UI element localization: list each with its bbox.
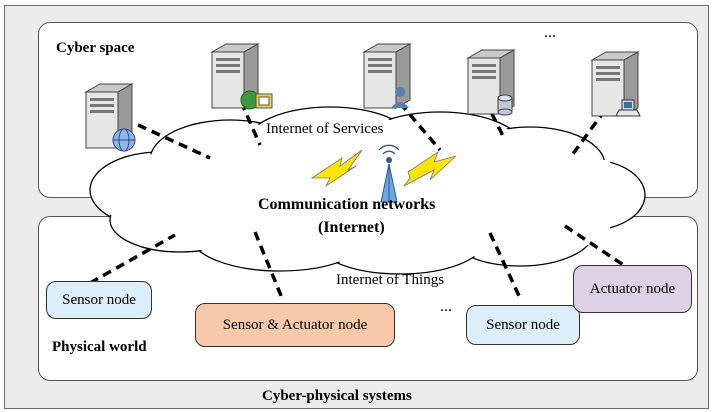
server-icon [358, 40, 430, 125]
actuator-node: Actuator node [573, 265, 692, 313]
servers-ellipsis: ... [544, 24, 556, 41]
internet-of-services-label: Internet of Services [266, 121, 384, 137]
cyber-physical-systems-caption: Cyber-physical systems [262, 388, 412, 404]
server-icon [462, 46, 534, 131]
nodes-ellipsis: ... [440, 298, 452, 315]
internet-label: (Internet) [318, 219, 385, 236]
database-icon [497, 94, 513, 116]
antenna-icon [378, 144, 400, 203]
web-monitor-icon [240, 90, 273, 110]
sensor-actuator-node: Sensor & Actuator node [195, 303, 395, 347]
cyber-space-title: Cyber space [56, 40, 135, 56]
physical-world-title: Physical world [52, 339, 147, 355]
sensor-node: Sensor node [46, 281, 152, 319]
server-icon [80, 78, 152, 163]
user-icon [391, 87, 409, 108]
globe-icon [112, 128, 136, 152]
cloud-shape [89, 106, 646, 275]
sensor-node: Sensor node [466, 305, 580, 345]
internet-of-things-label: Internet of Things [336, 272, 445, 288]
server-icon [206, 40, 278, 125]
dashed-links [89, 87, 629, 299]
laptop-icon [615, 99, 641, 117]
server-icon [586, 48, 658, 133]
lightning-icon [310, 149, 457, 188]
communication-networks-label: Communication networks [258, 196, 436, 213]
